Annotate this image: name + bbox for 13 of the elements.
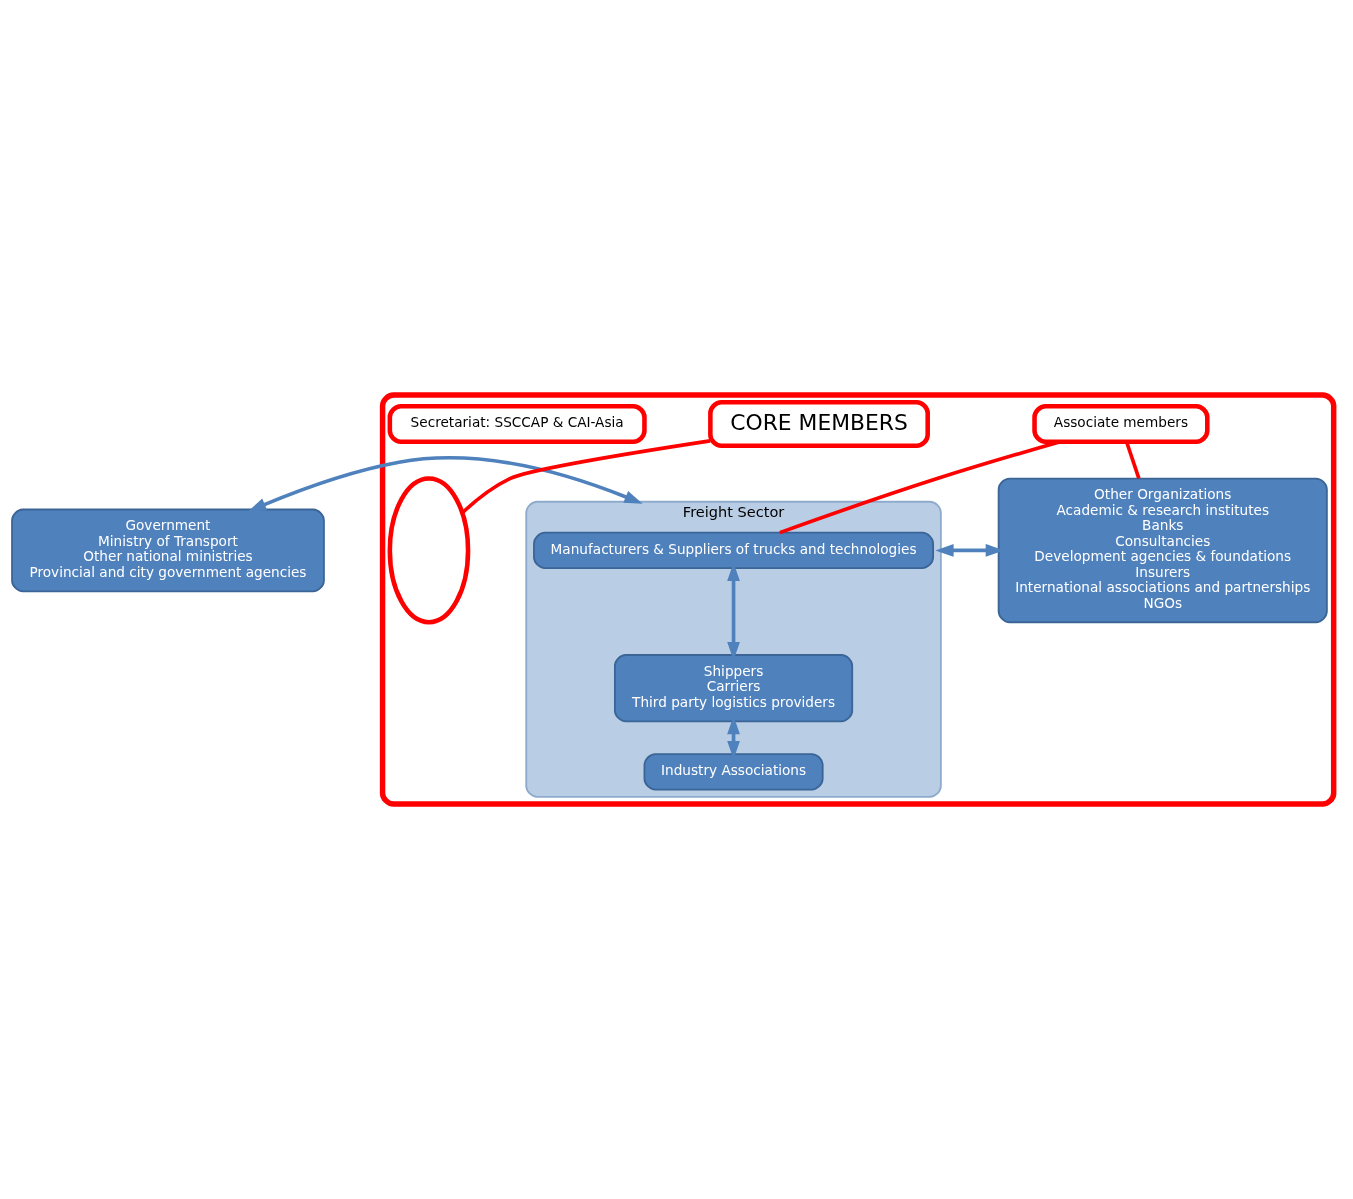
node-box: Other Organizations Academic & research institutes Banks Consultancies Development agencies & foundations Insurers International associations and partnerships NGOs — [997, 477, 1328, 624]
cluster — [379, 392, 1337, 807]
node-box: Manufacturers & Suppliers of trucks and technologies — [533, 531, 935, 570]
node-box: Industry Associations — [643, 753, 824, 791]
arrow — [247, 456, 643, 512]
node-box: Shippers Carriers Third party logistics providers — [614, 654, 854, 723]
node-box: Secretariat: SSCCAP & CAI-Asia — [387, 404, 647, 444]
node-box: CORE MEMBERS — [708, 399, 930, 449]
node-box: Associate members — [1032, 404, 1210, 444]
node-ellipse — [387, 476, 471, 625]
connector — [461, 439, 711, 514]
connector — [1124, 441, 1141, 479]
node-box: Government Ministry of Transport Other national ministries Provincial and city government agencies — [11, 508, 325, 593]
